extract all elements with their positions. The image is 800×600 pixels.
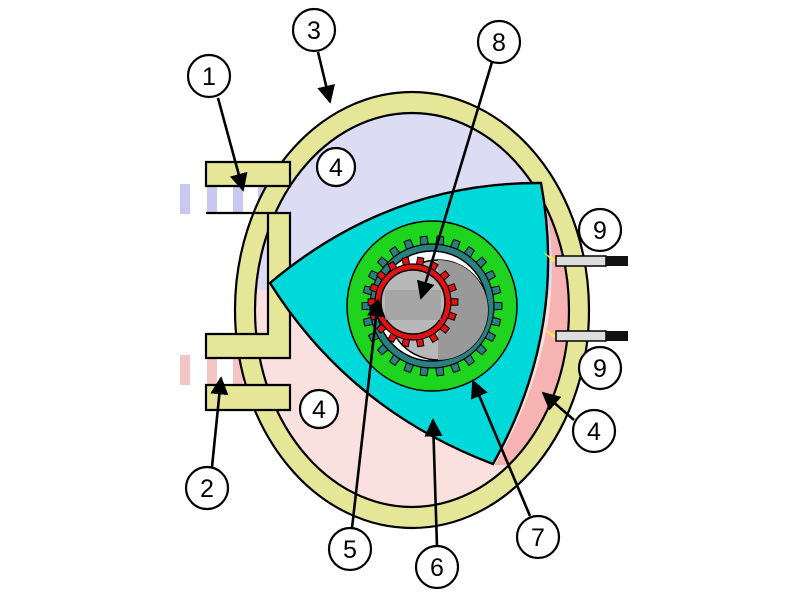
- callout-1: 1: [186, 53, 232, 99]
- leader-4c: [541, 391, 575, 421]
- leader-1: [216, 97, 248, 192]
- callout-5: 5: [327, 526, 373, 572]
- leader-7: [470, 379, 532, 517]
- callout-4-intake: 4: [315, 146, 357, 188]
- callout-5-label: 5: [343, 536, 357, 564]
- callout-9-bottom-label: 9: [593, 355, 607, 383]
- spark-plug-top: [543, 252, 628, 268]
- leader-5: [350, 298, 386, 529]
- leader-2: [210, 376, 229, 468]
- callout-9-bottom: 9: [577, 345, 623, 391]
- callout-3: 3: [291, 7, 337, 53]
- callout-9-top: 9: [577, 207, 623, 253]
- callout-8-label: 8: [492, 29, 506, 57]
- callout-4-exhaust-label: 4: [312, 396, 326, 424]
- power-chamber: [495, 182, 569, 465]
- leader-lines: [210, 51, 575, 548]
- housing-inner-edge: [253, 111, 571, 509]
- callout-6: 6: [414, 544, 460, 590]
- leader-8: [417, 61, 494, 300]
- callout-6-label: 6: [430, 554, 444, 582]
- spark-plug-bottom: [543, 328, 628, 344]
- leader-6: [424, 418, 443, 548]
- leader-3: [316, 51, 336, 104]
- callout-2-label: 2: [200, 475, 214, 503]
- callout-7-label: 7: [531, 524, 545, 552]
- callout-9-top-label: 9: [593, 217, 607, 245]
- callout-7: 7: [515, 514, 561, 560]
- callout-4-power: 4: [571, 408, 617, 454]
- callout-4-intake-label: 4: [329, 154, 343, 182]
- callout-4-exhaust: 4: [298, 388, 340, 430]
- callout-3-label: 3: [307, 17, 321, 45]
- callout-1-label: 1: [202, 63, 216, 91]
- callout-4-power-label: 4: [587, 418, 601, 446]
- callout-2: 2: [184, 465, 230, 511]
- callout-8: 8: [476, 19, 522, 65]
